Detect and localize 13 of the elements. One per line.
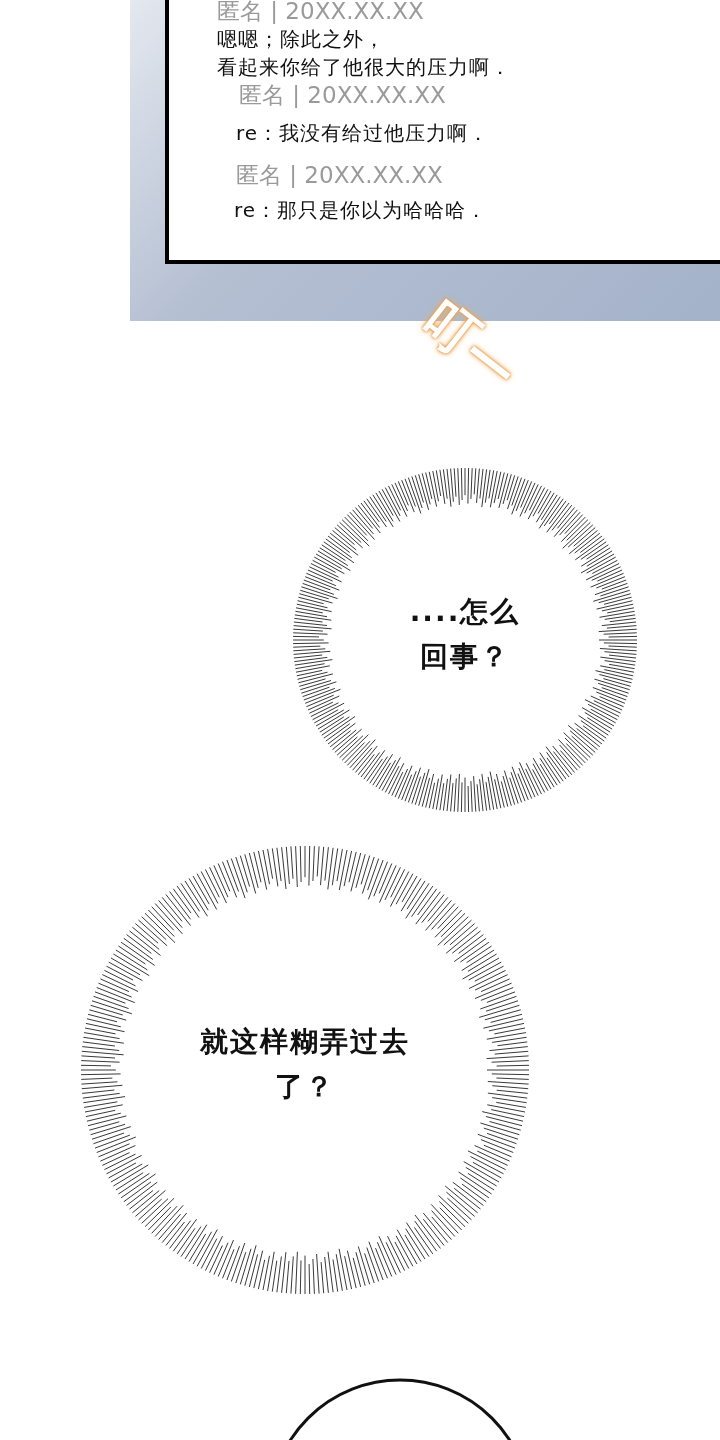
- speech-bubble: [291, 466, 639, 814]
- comment-header: 匿名 | 20XX.XX.XX: [217, 0, 424, 26]
- bubble-text: ....怎么回事？: [408, 594, 522, 675]
- comment-text: 嗯嗯；除此之外，: [217, 26, 385, 53]
- screen-panel: [165, 0, 720, 264]
- bubble-text: 就这样糊弄过去了？: [199, 1024, 411, 1105]
- comment-header: 匿名 | 20XX.XX.XX: [236, 161, 443, 190]
- comment-text: 看起来你给了他很大的压力啊．: [217, 54, 511, 81]
- reply-text: re：我没有给过他压力啊．: [236, 120, 490, 147]
- reply-text: re：那只是你以为哈哈哈．: [234, 197, 488, 224]
- comment-header: 匿名 | 20XX.XX.XX: [239, 81, 446, 110]
- speech-bubble: [79, 844, 531, 1296]
- sound-effect-text: 叮—: [411, 287, 533, 402]
